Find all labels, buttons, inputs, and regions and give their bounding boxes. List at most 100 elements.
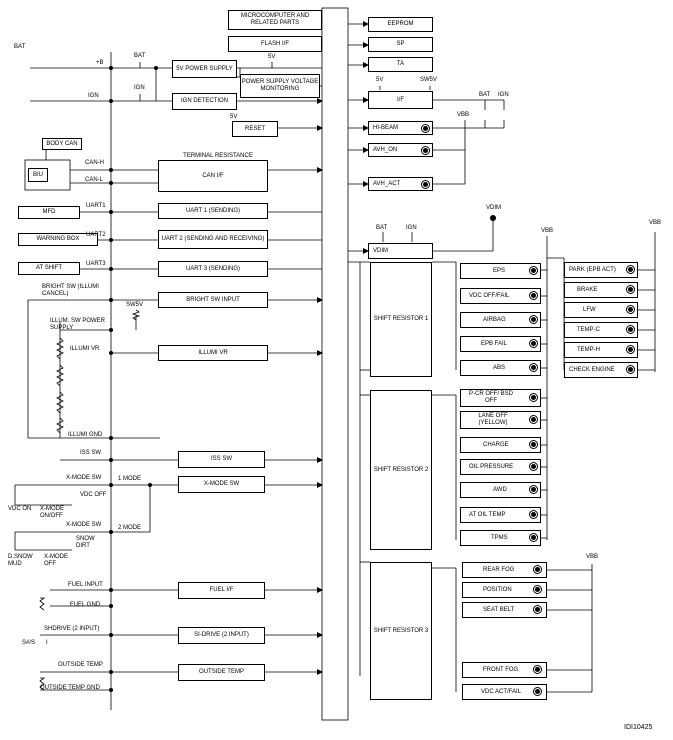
eeprom-block: EEPROM	[368, 17, 433, 32]
lamp-brake-icon	[626, 285, 635, 294]
lamp-temp-c-icon	[626, 325, 635, 334]
illumi-vr-label: ILLUMI VR	[70, 346, 100, 352]
lamp-airbag-label: AIRBAG	[483, 316, 506, 323]
lamp-vdc-off-fail-label: VDC OFF/FAIL	[469, 292, 510, 299]
lamp-charge-label: CHARGE	[483, 441, 509, 448]
x-mode-sw-2-label: X-MODE SW	[66, 522, 102, 528]
lamp-epb-fail-icon	[529, 339, 538, 348]
lamp-check-engine: CHECK ENGINE	[564, 362, 638, 378]
lamp-abs: ABS	[460, 360, 541, 376]
bat-label-2: BAT	[134, 53, 146, 59]
ign-label-2: IGN	[134, 85, 145, 91]
lamp-awd-icon	[529, 485, 538, 494]
lamp-check-engine-label: CHECK ENGINE	[569, 366, 615, 373]
lamp-epb-fail-label: EPB FAIL	[481, 340, 508, 347]
lamp-vdc-act-fail: VDC ACT/FAIL	[462, 684, 547, 700]
lamp-awd-label: AWD	[493, 486, 507, 493]
sw5v-label: SW5V	[126, 302, 144, 308]
lamp-charge-icon	[529, 440, 538, 449]
snow-dirt-label: SNOW DIRT	[76, 536, 95, 549]
v5-label-if: 5V	[376, 77, 384, 83]
lamp-park-epb-act-icon	[626, 265, 635, 274]
lamp-park-epb-act: PARK (EPB ACT)	[564, 262, 638, 278]
ign-label-vdim: IGN	[406, 225, 417, 231]
v5-label-reset: 5V	[230, 114, 238, 120]
lamp-brake-label: BRAKE	[577, 286, 598, 293]
outside-temp-gnd-label: OUTSIDE TEMP GND	[40, 685, 100, 691]
fuel-gnd-label: FUEL GND	[70, 602, 101, 608]
lamp-tpms-icon	[529, 533, 538, 542]
lamp-position-icon	[533, 585, 542, 594]
x-mode-sw-1-label: X-MODE SW	[66, 475, 102, 481]
lamp-lfw-icon	[626, 305, 635, 314]
lamp-oil-pressure-label: OIL PRESSURE	[469, 463, 514, 470]
lamp-eps-label: EPS	[493, 267, 506, 274]
reset-block: RESET	[232, 121, 278, 137]
lamp-temp-h-label: TEMP-H	[577, 346, 600, 353]
vbb-label-hibeam: VBB	[457, 112, 470, 118]
uart1-label: UART1	[86, 203, 106, 209]
lamp-abs-label: ABS	[493, 364, 506, 371]
uart3-block: UART 3 (SENDING)	[158, 261, 268, 277]
one-mode-label: 1 MODE	[118, 476, 142, 482]
lamp-oil-pressure-icon	[529, 462, 538, 471]
vdim-label-top: VDIM	[486, 205, 501, 211]
lamp-tpms-label: TPMS	[491, 534, 508, 541]
lamp-at-oil-temp-icon	[529, 510, 538, 519]
outside-temp-label: OUTSIDE TEMP	[58, 662, 103, 668]
lamp-rear-fog-icon	[533, 565, 542, 574]
outside-temp-block: OUTSIDE TEMP	[178, 664, 265, 681]
illum-sw-power-label: ILLUM. SW POWER SUPPLY	[50, 318, 106, 331]
si-drive-block: SI-DRIVE (2 INPUT)	[178, 627, 265, 644]
terminal-resistance-label: TERMINAL RESISTANCE	[183, 153, 253, 159]
lamp-seat-belt-label: SEAT BELT	[483, 606, 515, 613]
mfd-box: MFD	[18, 206, 80, 219]
shdrive-label: SHDRIVE (2 INPUT)	[44, 626, 100, 632]
bat-label-vdim: BAT	[376, 225, 388, 231]
fuel-input-label: FUEL INPUT	[68, 582, 103, 588]
shift-resistor-1-block: SHIFT RESISTOR 1	[370, 262, 432, 377]
lamp-park-epb-act-label: PARK (EPB ACT)	[569, 266, 616, 273]
lamp-rear-fog: REAR FOG	[462, 562, 547, 578]
hi-beam-lamp-icon	[421, 124, 430, 133]
ign-label: IGN	[88, 93, 99, 99]
lamp-pcr-off-bsd-off: P-CR OFF/ BSD OFF	[460, 389, 541, 407]
two-mode-label: 2 MODE	[118, 525, 142, 531]
bat-label-if: BAT	[479, 92, 491, 98]
lamp-seat-belt: SEAT BELT	[462, 602, 547, 618]
lamp-vdc-off-fail-icon	[529, 291, 538, 300]
avh-on-label: AVH_ON	[373, 146, 398, 153]
lamp-awd: AWD	[460, 482, 541, 498]
lamp-airbag-icon	[529, 315, 538, 324]
lamp-vdc-off-fail: VDC OFF/FAIL	[460, 288, 541, 304]
at-shift-box: AT SHIFT	[18, 262, 80, 275]
lamp-lane-off: LANE OFF (YELLOW)	[460, 411, 541, 429]
lamp-front-fog-icon	[533, 665, 542, 674]
lamp-position: POSITION	[462, 582, 547, 598]
lamp-temp-h: TEMP-H	[564, 342, 638, 358]
power-supply-monitoring-block: POWER SUPPLY VOLTAGE MONITORING	[240, 74, 320, 98]
ign-label-if: IGN	[498, 92, 509, 98]
lamp-tpms: TPMS	[460, 530, 541, 546]
lamp-lfw: LFW	[564, 302, 638, 318]
avh-act-lamp-icon	[421, 180, 430, 189]
if-block: I/F	[368, 91, 433, 109]
vdc-off-label: VDC OFF	[80, 492, 107, 498]
can-if-block: CAN I/F	[158, 160, 268, 192]
vdc-on-label: VDC ON	[8, 506, 32, 512]
lamp-lane-off-label: LANE OFF (YELLOW)	[478, 413, 508, 426]
lamp-lfw-label: LFW	[583, 306, 596, 313]
figure-id: IDI10425	[624, 724, 653, 731]
lamp-at-oil-temp-label: AT OIL TEMP	[469, 511, 506, 518]
lamp-front-fog-label: FRONT FOG	[483, 666, 519, 673]
avh-on-block: AVH_ON	[368, 143, 433, 157]
body-can-box: BODY CAN	[42, 138, 82, 150]
lamp-pcr-off-bsd-off-icon	[529, 393, 538, 402]
bat-label: BAT	[14, 44, 26, 50]
lamp-airbag: AIRBAG	[460, 312, 541, 328]
lamp-check-engine-icon	[626, 365, 635, 374]
uart2-block: UART 2 (SENDING AND RECEIVING)	[158, 230, 268, 249]
lamp-lane-off-icon	[529, 415, 538, 424]
uart3-label: UART3	[86, 261, 106, 267]
